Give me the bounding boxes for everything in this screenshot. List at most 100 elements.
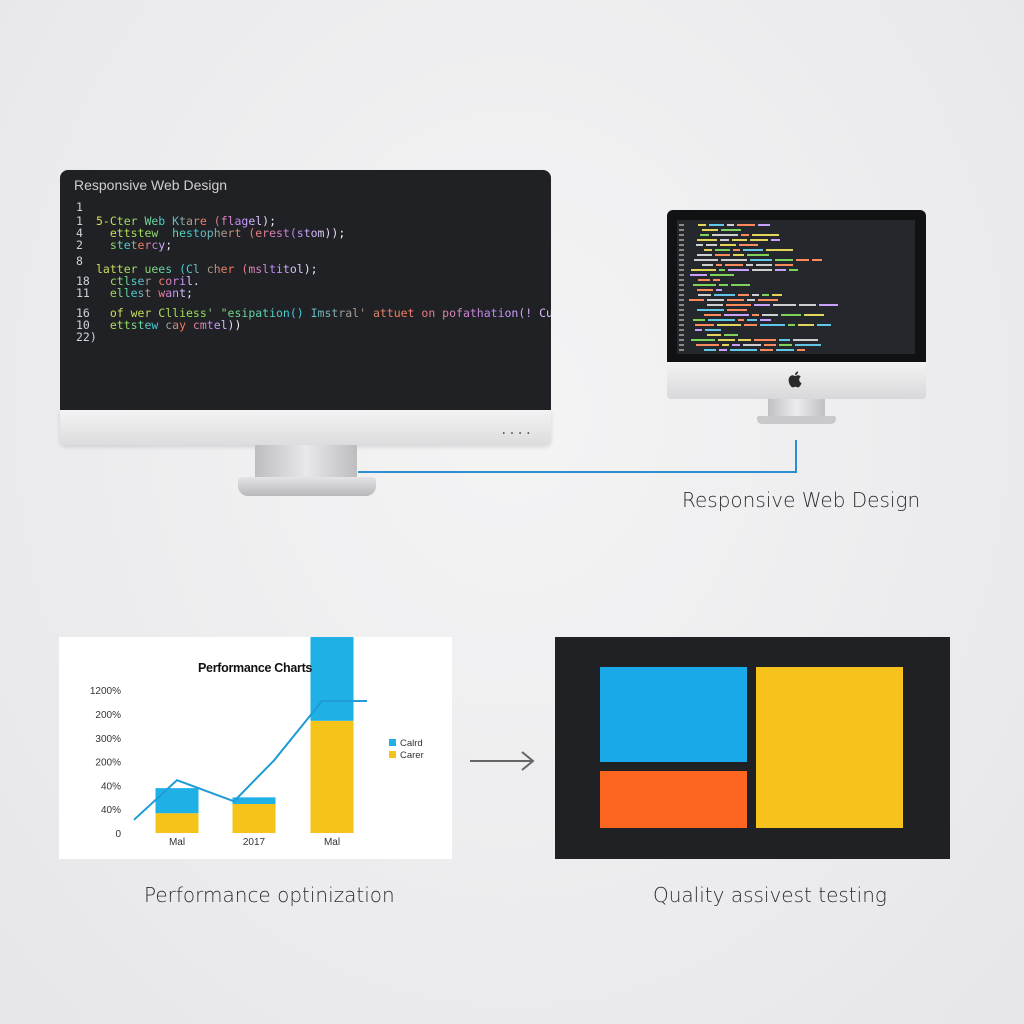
small-line-number xyxy=(679,269,684,271)
y-tick-label: 0 xyxy=(115,829,121,840)
small-code-segment xyxy=(728,269,749,271)
small-code-segment xyxy=(715,249,730,251)
small-code-segment xyxy=(741,234,749,236)
orange-block xyxy=(600,771,747,828)
yellow-block xyxy=(756,667,903,828)
small-line-number xyxy=(679,259,684,261)
small-line-number xyxy=(679,249,684,251)
small-code-segment xyxy=(702,229,718,231)
small-code-segment xyxy=(738,319,744,321)
code-line: 10 ettstew cay cmtel)) xyxy=(76,318,241,332)
blue-block xyxy=(600,667,747,762)
small-code-segment xyxy=(739,244,758,246)
y-tick-label: 200% xyxy=(95,758,121,769)
y-tick-label: 40% xyxy=(101,781,121,792)
small-code-segment xyxy=(762,294,769,296)
small-code-segment xyxy=(698,224,706,226)
small-code-segment xyxy=(690,274,707,276)
quality-caption: Quality assivest testing xyxy=(653,883,887,907)
small-line-number xyxy=(679,264,684,266)
small-line-number xyxy=(679,324,684,326)
small-code-segment xyxy=(707,304,723,306)
small-code-segment xyxy=(795,344,821,346)
code-line: 11 ellest want; xyxy=(76,286,193,300)
small-code-segment xyxy=(693,319,705,321)
small-code-segment xyxy=(752,294,759,296)
line-number: 1 xyxy=(76,200,83,214)
small-code-segment xyxy=(712,234,738,236)
code-text: of wer Clliess' "esipation() Imstral' at… xyxy=(96,306,551,320)
line-number: 11 xyxy=(76,286,90,300)
small-monitor-chin xyxy=(667,362,926,399)
x-tick-label: 2017 xyxy=(243,837,266,848)
small-code-segment xyxy=(724,334,738,336)
small-code-segment xyxy=(733,249,740,251)
small-code-segment xyxy=(754,339,776,341)
small-code-segment xyxy=(726,304,751,306)
small-code-segment xyxy=(738,339,751,341)
small-code-segment xyxy=(694,259,718,261)
large-monitor-chin: .... xyxy=(60,410,551,445)
quality-panel xyxy=(555,637,950,859)
small-code-segment xyxy=(720,239,729,241)
small-code-segment xyxy=(704,314,721,316)
code-text: ettstew hestophert (erest(stom)); xyxy=(96,226,346,240)
small-code-segment xyxy=(758,299,778,301)
y-tick-label: 300% xyxy=(95,734,121,745)
small-code-segment xyxy=(725,264,743,266)
small-code-segment xyxy=(714,294,735,296)
small-code-segment xyxy=(727,224,734,226)
line-number: 8 xyxy=(76,254,83,268)
small-code-segment xyxy=(719,349,727,351)
small-code-segment xyxy=(697,239,717,241)
small-code-segment xyxy=(760,349,773,351)
y-tick-label: 200% xyxy=(95,710,121,721)
performance-caption: Performance optinization xyxy=(144,883,395,907)
small-code-segment xyxy=(799,304,816,306)
small-monitor xyxy=(667,210,926,425)
editor-title: Responsive Web Design xyxy=(74,177,228,193)
code-text: ctlser coril. xyxy=(96,274,200,288)
small-code-segment xyxy=(705,329,721,331)
small-code-segment xyxy=(695,324,714,326)
code-line: 22) xyxy=(76,330,97,344)
small-code-segment xyxy=(738,294,749,296)
small-code-segment xyxy=(707,299,724,301)
trend-line xyxy=(133,700,367,821)
dots-icon: .... xyxy=(500,423,533,437)
small-code-segment xyxy=(733,254,744,256)
small-code-segment xyxy=(719,284,728,286)
small-code-segment xyxy=(689,299,704,301)
legend-swatch xyxy=(389,751,396,758)
small-line-number xyxy=(679,244,684,246)
small-code-segment xyxy=(817,324,831,326)
small-code-segment xyxy=(720,244,736,246)
small-code-segment xyxy=(775,259,793,261)
small-code-segment xyxy=(743,344,761,346)
small-code-segment xyxy=(698,294,711,296)
small-code-segment xyxy=(776,349,794,351)
small-line-number xyxy=(679,224,684,226)
small-code-segment xyxy=(695,329,702,331)
arrow-right-icon xyxy=(470,751,535,771)
small-code-segment xyxy=(798,324,814,326)
bar-carer xyxy=(310,720,354,833)
small-line-number xyxy=(679,304,684,306)
small-code-segment xyxy=(707,334,721,336)
small-code-segment xyxy=(696,244,703,246)
small-line-number xyxy=(679,289,684,291)
small-code-segment xyxy=(747,319,757,321)
code-text: latter uees (Cl cher (msltitol); xyxy=(96,262,318,276)
small-code-segment xyxy=(693,284,716,286)
small-code-segment xyxy=(766,249,793,251)
small-code-segment xyxy=(722,344,729,346)
small-code-segment xyxy=(762,314,778,316)
bar-calrd xyxy=(155,788,199,814)
small-code-segment xyxy=(710,274,734,276)
small-line-number xyxy=(679,274,684,276)
small-code-segment xyxy=(730,349,757,351)
y-tick-label: 40% xyxy=(101,805,121,816)
small-code-segment xyxy=(744,324,757,326)
